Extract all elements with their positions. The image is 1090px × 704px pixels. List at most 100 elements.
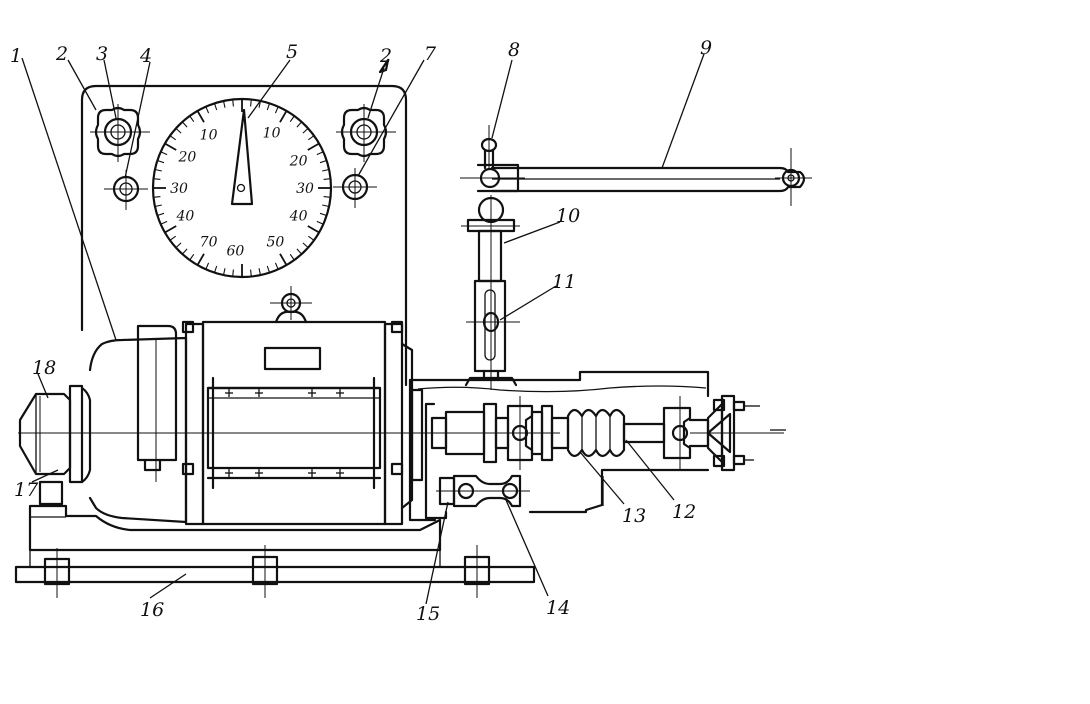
dial-tick (323, 196, 331, 198)
callout-9: 9 (700, 37, 712, 59)
callout-1: 1 (10, 45, 22, 67)
dial-tick (250, 269, 252, 277)
callout-14: 14 (546, 597, 570, 619)
callout-16: 16 (140, 599, 164, 621)
dial-tick (274, 106, 279, 114)
dial-tick (296, 248, 303, 255)
dial-label-right: 30 (296, 181, 314, 197)
callout-7: 7 (424, 43, 437, 65)
dial-tick (319, 212, 327, 217)
dial-label-right: 50 (266, 234, 284, 250)
dial-tick (189, 115, 195, 123)
dial-tick (302, 127, 309, 134)
drive-shaft (430, 394, 784, 472)
callout-11: 11 (552, 271, 576, 293)
callout-4: 4 (139, 45, 152, 67)
dial-ticks (153, 99, 331, 277)
dial-tick (196, 253, 205, 266)
dial-pointer (230, 108, 254, 206)
dial-tick (279, 253, 288, 266)
dial-tick (279, 110, 288, 123)
dial-tick (266, 265, 271, 273)
dial-tick (222, 100, 226, 108)
dial-tick (181, 248, 188, 255)
dial-tick (175, 242, 182, 249)
dial-tick (169, 135, 177, 141)
dial-tick (322, 204, 330, 208)
dial-tick (258, 268, 262, 276)
base-frame (14, 504, 536, 598)
bolt-left (104, 170, 148, 210)
dial-tick (232, 99, 234, 107)
pulley-end-cap (18, 384, 92, 506)
dial-tick (164, 142, 177, 151)
dial-tick (205, 106, 210, 114)
dial-tick (154, 204, 162, 208)
dial-tick (157, 212, 165, 217)
dial-tick (296, 121, 303, 128)
callout-15: 15 (416, 603, 440, 625)
dial-label-right: 20 (289, 153, 308, 169)
callout-12: 12 (672, 501, 696, 523)
dial-tick (157, 159, 165, 164)
callout-10: 10 (556, 205, 580, 227)
dial-label-left: 30 (170, 181, 188, 197)
dial-tick (213, 265, 218, 273)
dial-tick (153, 178, 161, 180)
callout-18: 18 (32, 357, 56, 379)
dial-tick (323, 178, 331, 180)
callout-17: 17 (14, 479, 39, 501)
dial-tick (316, 151, 324, 156)
dial-tick (181, 121, 188, 128)
arrow-mark (378, 58, 390, 74)
dial-tick (250, 99, 252, 107)
callout-3: 3 (96, 43, 108, 65)
dial-tick (289, 115, 295, 123)
dial-tick (307, 235, 315, 241)
dial-tick (266, 103, 271, 111)
dial-tick (153, 196, 161, 198)
lever-arm (460, 125, 812, 206)
instrument-panel (80, 84, 408, 387)
dial-tick (307, 225, 320, 234)
dial-tick (307, 142, 320, 151)
dial-tick (196, 110, 205, 123)
gearbox-housing (408, 370, 710, 522)
dial-tick (274, 262, 279, 270)
dial-tick (213, 103, 218, 111)
dial-tick (322, 168, 330, 172)
dial-label-left: 40 (175, 209, 194, 225)
callout-2: 2 (55, 43, 68, 65)
dial-tick (205, 262, 210, 270)
mounting-boss-left (90, 104, 150, 162)
dial-tick (175, 127, 182, 134)
dial-label-right: 10 (263, 125, 281, 141)
callout-13: 13 (622, 505, 646, 527)
callout-5: 5 (286, 41, 298, 63)
electric-machine (18, 286, 560, 526)
dial-tick (307, 135, 315, 141)
dial-tick (189, 253, 195, 261)
dial-tick (164, 225, 177, 234)
dial-tick (289, 253, 295, 261)
dial-label-right: 40 (289, 209, 308, 225)
leader-lines (21, 53, 705, 605)
dial-label-bottom: 60 (226, 244, 244, 260)
support-column (461, 195, 520, 390)
dial-label-bottom: 70 (200, 234, 218, 250)
dial-tick (169, 235, 177, 241)
dial-label-left: 20 (177, 150, 196, 166)
dial-tick (222, 268, 226, 276)
dial-label-left: 10 (200, 128, 218, 144)
dial-tick (232, 269, 234, 277)
dial-tick (316, 220, 324, 225)
callout-8: 8 (508, 39, 520, 61)
bolt-right (333, 168, 377, 208)
callout-labels: 1 2 3 4 5 2 7 8 9 10 11 12 13 14 15 16 1… (10, 37, 712, 625)
dial-tick (160, 151, 168, 156)
dial-tick (154, 168, 162, 172)
